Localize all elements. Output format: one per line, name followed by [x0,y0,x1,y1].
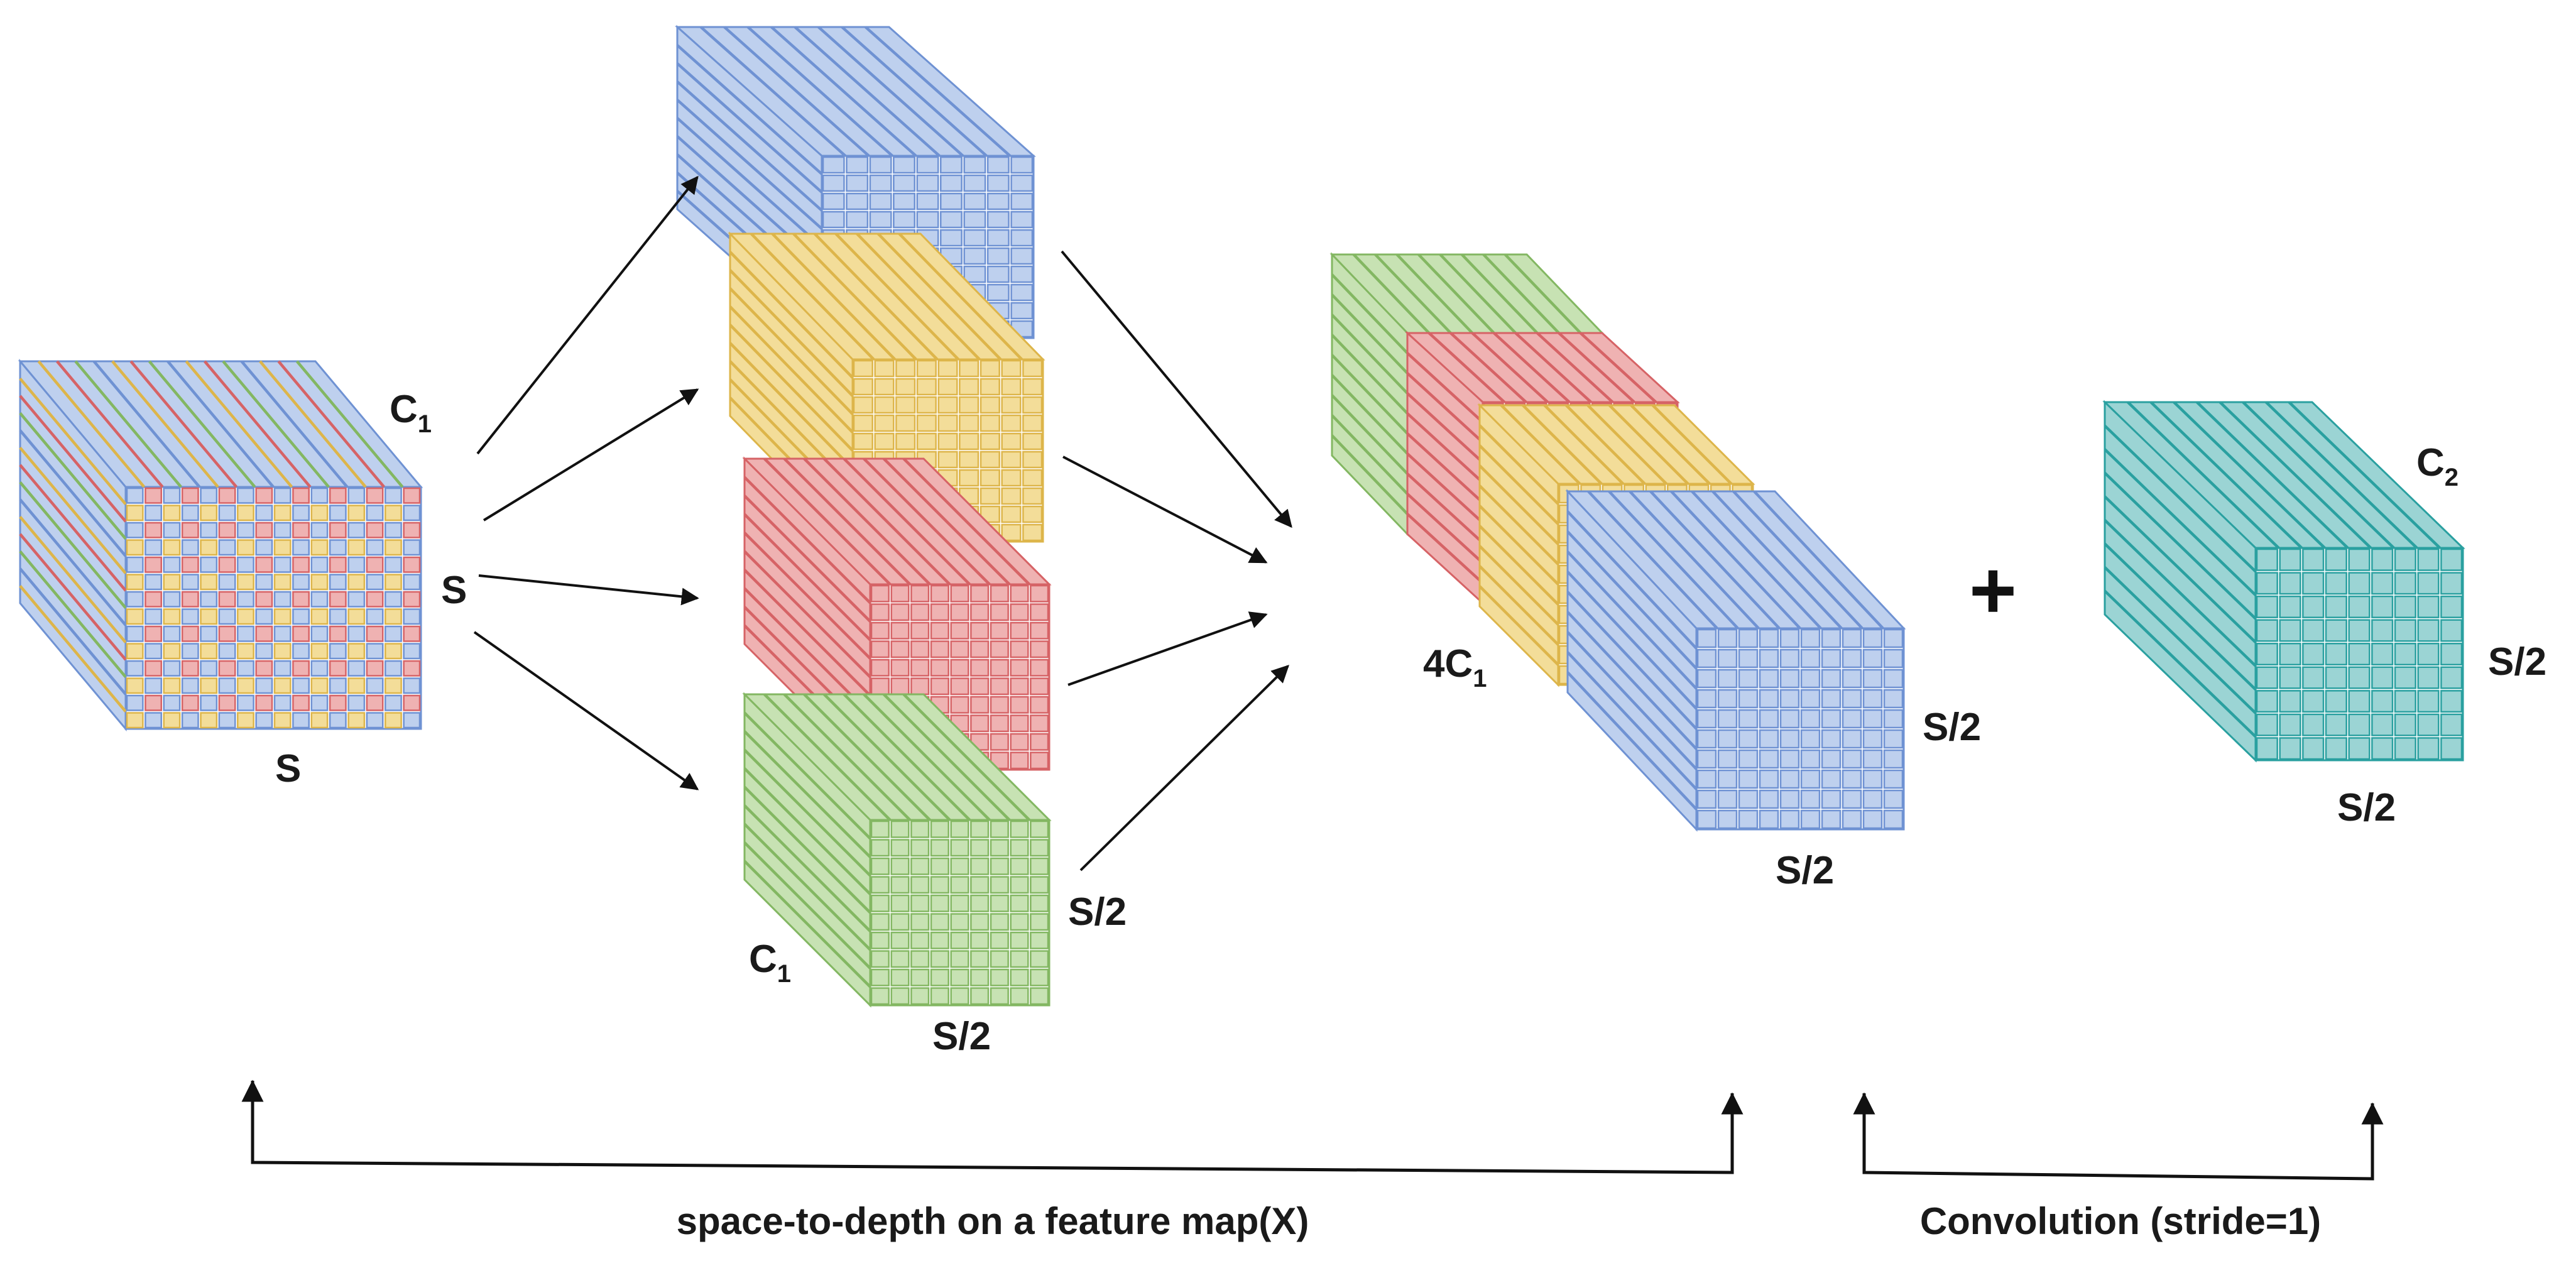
concat-height-label: S/2 [1923,706,1981,749]
split-arrow-yellow [483,388,699,522]
input-feature-map [18,358,423,732]
merge-arrows [1061,250,1292,871]
merge-arrow-red [1067,611,1268,686]
convolution-bracket-line [1862,1093,2374,1181]
merge-arrow-yellow [1062,456,1268,564]
output-width-label: S/2 [2337,786,2396,829]
concat-width-label: S/2 [1776,849,1834,892]
space-to-depth-bracket [241,1079,1744,1174]
concat-channel-label: 4C1 [1423,642,1487,692]
slice-green [742,692,1052,1008]
split-arrows [473,175,699,790]
split-arrow-red [478,574,699,606]
slice-width-label: S/2 [932,1015,991,1058]
convolution-caption: Convolution (stride=1) [1920,1200,2321,1242]
split-arrow-green [473,631,699,790]
output-feature-map [2102,400,2465,763]
slice-channel-label: C1 [749,937,791,988]
convolution-bracket [1853,1092,2384,1181]
merge-arrow-blue [1061,250,1292,528]
slice-height-label: S/2 [1068,890,1127,934]
concat-part-blue [1565,489,1906,832]
plus-sign: + [1969,544,2017,636]
space-to-depth-bracket-line [251,1081,1734,1174]
input-width-label: S [275,747,301,790]
input-channel-label: C1 [390,388,432,438]
merge-arrow-green [1079,665,1289,871]
split-arrow-blue [476,175,699,455]
output-channel-label: C2 [2416,441,2459,491]
output-height-label: S/2 [2488,640,2546,684]
input-height-label: S [441,569,467,612]
space-to-depth-caption: space-to-depth on a feature map(X) [677,1200,1309,1242]
